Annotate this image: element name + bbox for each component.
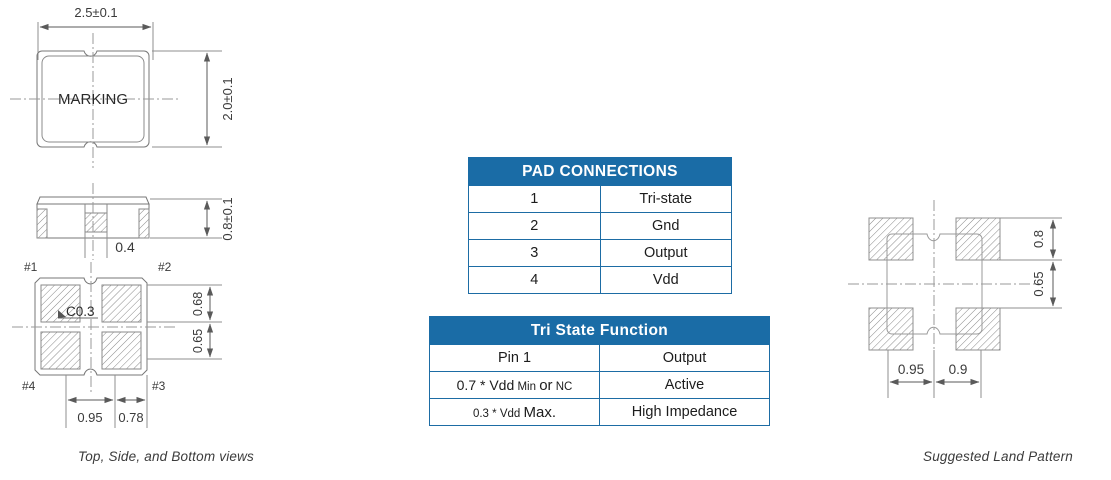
chamfer-leader <box>58 310 98 319</box>
pad-function: Vdd <box>599 266 732 294</box>
pad-function: Gnd <box>599 212 732 240</box>
pin-label-4: #4 <box>22 379 36 393</box>
dim-land-pad-height: 0.8 <box>1031 230 1046 248</box>
top-view-centerlines <box>10 33 178 168</box>
land-centerlines <box>848 200 1040 372</box>
chamfer-note: C0.3 <box>66 304 95 319</box>
dim-top-width: 2.5±0.1 <box>74 5 117 20</box>
side-view <box>36 196 150 239</box>
dim-bottom-x1: 0.95 <box>77 410 102 425</box>
tri-state-col-output: Output <box>599 344 770 372</box>
pad-function: Tri-state <box>599 185 732 213</box>
side-view-pad-dimension <box>84 232 108 258</box>
dim-bottom-pad-height: 0.68 <box>191 292 205 316</box>
pin-label-3: #3 <box>152 379 166 393</box>
pad-function: Output <box>599 239 732 267</box>
land-pads <box>868 217 1001 351</box>
bottom-view-body <box>34 277 148 376</box>
tri-state-condition-alt: NC <box>555 380 573 393</box>
tri-state-condition-value: 0.7 * Vdd <box>456 376 515 393</box>
pin-label-1: #1 <box>24 260 38 274</box>
dim-side-pad-width: 0.4 <box>115 239 135 255</box>
pad-pin-number: 2 <box>468 212 601 240</box>
tri-state-condition-qualifier: Min <box>517 380 536 393</box>
table-subheader-row: Pin 1 Output <box>429 344 770 372</box>
land-pattern-drawing: 0.8 0.65 0.95 0.9 <box>840 190 1111 430</box>
bottom-view-centerlines <box>12 262 176 392</box>
caption-land-pattern: Suggested Land Pattern <box>923 449 1074 464</box>
marking-label: MARKING <box>58 91 128 108</box>
dim-top-height: 2.0±0.1 <box>220 77 235 120</box>
side-view-height-dimension <box>150 198 222 239</box>
tri-state-title: Tri State Function <box>429 316 770 345</box>
table-row: 2 Gnd <box>468 212 732 240</box>
table-row: 0.7 * Vdd Min or NC Active <box>429 371 770 399</box>
pad-connections-table: PAD CONNECTIONS 1 Tri-state 2 Gnd 3 Outp… <box>468 157 732 294</box>
pad-connections-title: PAD CONNECTIONS <box>468 157 732 186</box>
dim-land-pad-gap: 0.65 <box>1031 271 1046 296</box>
tri-state-output: Active <box>599 371 770 399</box>
dim-land-x1: 0.95 <box>898 362 924 377</box>
land-vertical-dimensions <box>1000 217 1062 309</box>
caption-package-views: Top, Side, and Bottom views <box>78 449 254 464</box>
land-package-outline <box>886 233 983 335</box>
tri-state-condition: 0.7 * Vdd Min or NC <box>429 371 600 399</box>
tri-state-condition-value: 0.3 * Vdd <box>472 407 521 420</box>
dim-bottom-pad-gap: 0.65 <box>191 329 205 353</box>
tri-state-condition: 0.3 * Vdd Max. <box>429 398 600 426</box>
table-row: 0.3 * Vdd Max. High Impedance <box>429 398 770 426</box>
tri-state-condition-qualifier: Max. <box>523 403 557 421</box>
pad-pin-number: 3 <box>468 239 601 267</box>
land-horizontal-dimensions <box>887 350 982 398</box>
table-header-row: Tri State Function <box>429 316 770 345</box>
table-row: 1 Tri-state <box>468 185 732 213</box>
pin-label-2: #2 <box>158 260 172 274</box>
bottom-view-horizontal-dimensions <box>65 375 148 428</box>
bottom-view-vertical-dimensions <box>147 284 222 360</box>
tri-state-condition-conjunction: or <box>539 376 553 394</box>
table-row: 4 Vdd <box>468 266 732 294</box>
tri-state-output: High Impedance <box>599 398 770 426</box>
package-views-drawing: 2.5±0.1 MARKING 2.0±0.1 0.8±0.1 0.4 #1 #… <box>0 0 300 480</box>
dim-bottom-x2: 0.78 <box>118 410 143 425</box>
pad-pin-number: 1 <box>468 185 601 213</box>
top-view-height-dimension <box>152 50 222 148</box>
table-row: 3 Output <box>468 239 732 267</box>
table-header-row: PAD CONNECTIONS <box>468 157 732 186</box>
dim-side-height: 0.8±0.1 <box>220 197 235 240</box>
tri-state-function-table: Tri State Function Pin 1 Output 0.7 * Vd… <box>429 316 770 426</box>
tri-state-col-pin: Pin 1 <box>429 344 600 372</box>
dim-land-x2: 0.9 <box>949 362 968 377</box>
pad-pin-number: 4 <box>468 266 601 294</box>
